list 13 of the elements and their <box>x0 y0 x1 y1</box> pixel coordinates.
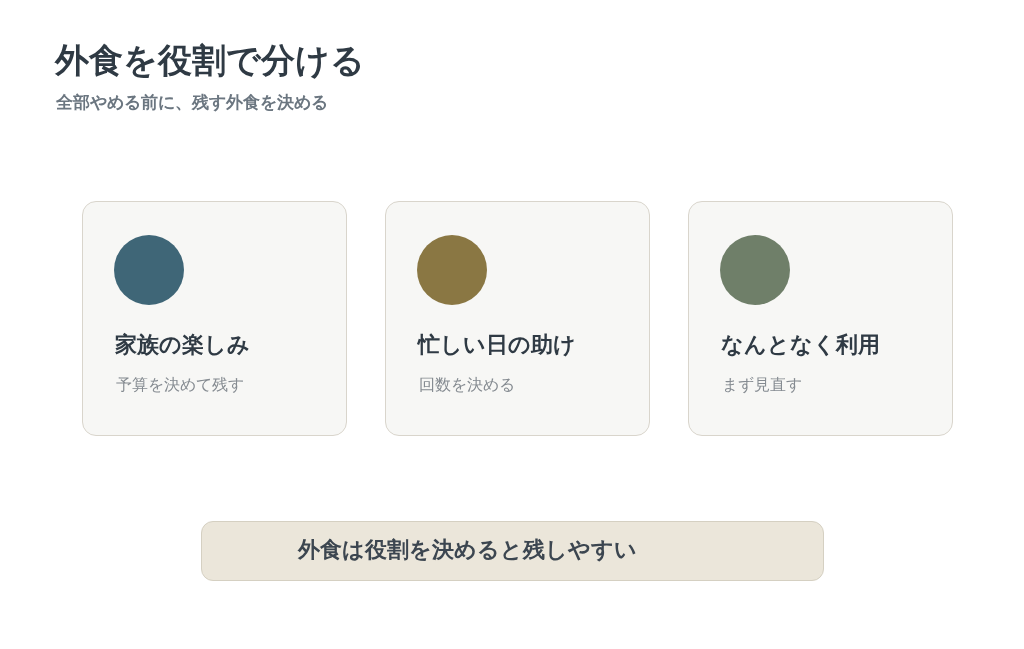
card-heading: 家族の楽しみ <box>115 331 250 359</box>
role-card <box>688 201 953 436</box>
summary-text: 外食は役割を決めると残しやすい <box>298 536 637 564</box>
card-heading: 忙しい日の助け <box>418 331 576 359</box>
role-card <box>385 201 650 436</box>
card-text: 予算を決めて残す <box>116 374 244 396</box>
subtitle: 全部やめる前に、残す外食を決める <box>56 91 328 114</box>
summary-banner <box>201 521 824 581</box>
title: 外食を役割で分ける <box>55 39 365 82</box>
card-heading: なんとなく利用 <box>721 331 880 359</box>
card-text: まず見直す <box>722 374 802 396</box>
role-card <box>82 201 347 436</box>
card-text: 回数を決める <box>419 374 515 396</box>
